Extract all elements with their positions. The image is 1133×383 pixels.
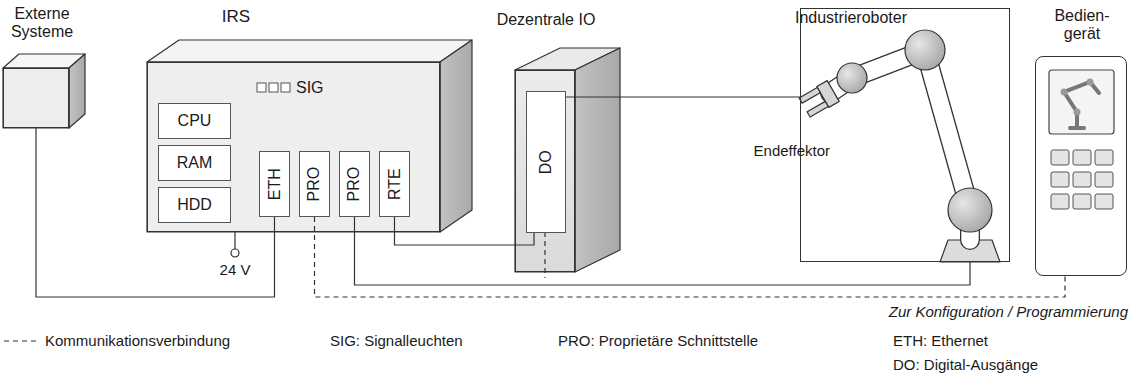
node-heading: Dezentrale IO [446, 11, 646, 29]
pendant-key [1051, 150, 1069, 165]
signal-lights [257, 83, 290, 92]
external-system: Externe Systeme [3, 68, 69, 128]
pendant-screen [1064, 82, 1099, 128]
power-terminal [231, 249, 239, 257]
abbreviation: SIG: Signalleuchten [330, 332, 463, 350]
node-heading: IRS [206, 7, 266, 27]
voltage-label: 24 V [210, 261, 260, 279]
pendant-key [1095, 172, 1113, 187]
io-housing [515, 48, 620, 272]
interface-box: PRO [339, 151, 370, 217]
cable-connector [355, 217, 971, 285]
component-box: CPU [158, 103, 231, 139]
node-label: PRO [305, 167, 323, 202]
irs-housing [147, 62, 440, 232]
abbreviation: ETH: Ethernet [893, 332, 988, 350]
pendant-key [1095, 194, 1113, 209]
pendant-key [1073, 150, 1091, 165]
interface-box: ETH [259, 151, 290, 217]
robot-illustration [837, 63, 867, 93]
note: Zur Konfiguration / Programmierung [889, 303, 1128, 321]
robot-illustration [948, 188, 992, 232]
robot-illustration [817, 81, 839, 108]
signal-lights [269, 83, 278, 92]
pendant-screen [1087, 79, 1094, 86]
cable-connector [36, 128, 275, 297]
communication-link [315, 217, 1066, 297]
signal-lights [281, 83, 290, 92]
pendant-screen [1049, 70, 1114, 134]
power-terminal [234, 232, 235, 249]
component-box: HDD [158, 187, 231, 223]
signal-label: SIG [296, 78, 324, 97]
node-label: DO [537, 150, 555, 174]
irs-housing [147, 40, 472, 232]
node-label: PRO [345, 167, 363, 202]
node-label: HDD [177, 196, 212, 214]
output-box: DO [526, 91, 566, 233]
robot-illustration [799, 81, 840, 118]
abbreviation: PRO: Proprietäre Schnittstelle [558, 332, 758, 350]
robot: Industrieroboter [800, 8, 1010, 262]
node-heading: Externe Systeme [0, 5, 88, 42]
pendant-screen [1049, 70, 1114, 134]
io-module: Dezentrale IODO [515, 70, 575, 272]
pendant-key [1095, 150, 1113, 165]
node-label: ETH [265, 168, 283, 200]
node-label: RTE [385, 168, 403, 200]
legend-entry: Kommunikationsverbindung [3, 332, 230, 349]
pendant-key [1051, 172, 1069, 187]
external-cube [3, 68, 69, 128]
irs-housing [147, 40, 472, 62]
external-cube [69, 54, 85, 128]
node-heading: Industrieroboter [791, 9, 911, 27]
robot-illustration [905, 30, 945, 70]
power-terminal [231, 232, 239, 257]
legend-line-sample [3, 335, 39, 347]
external-cube [3, 54, 85, 128]
robot-illustration [807, 101, 828, 117]
legend-line-sample [4, 340, 38, 341]
pendant-screen [1061, 89, 1068, 96]
interface-box: PRO [299, 151, 330, 217]
pendant-key [1073, 194, 1091, 209]
node-label: CPU [178, 112, 212, 130]
legend-text: Kommunikationsverbindung [45, 332, 230, 349]
irs-housing [440, 40, 472, 232]
pendant-key [1051, 194, 1069, 209]
abbreviation: DO: Digital-Ausgänge [893, 356, 1038, 374]
cable-connector [395, 217, 535, 245]
pendant-screen [1074, 109, 1081, 116]
pendant-key [1073, 172, 1091, 187]
cable-connector [566, 96, 800, 97]
teach-pendant: Bedien- gerät [1035, 56, 1127, 276]
interface-box: RTE [379, 151, 410, 217]
signal-lights [257, 83, 266, 92]
part-label: Endeffektor [735, 142, 830, 160]
controller-housing: IRSCPURAMHDDETHPROPRORTE [147, 62, 440, 232]
component-box: RAM [158, 145, 231, 181]
node-heading: Bedien- gerät [1036, 7, 1128, 44]
io-housing [575, 48, 620, 272]
robot-illustration [799, 87, 820, 103]
node-label: RAM [177, 154, 213, 172]
pendant-keys [1051, 150, 1113, 209]
